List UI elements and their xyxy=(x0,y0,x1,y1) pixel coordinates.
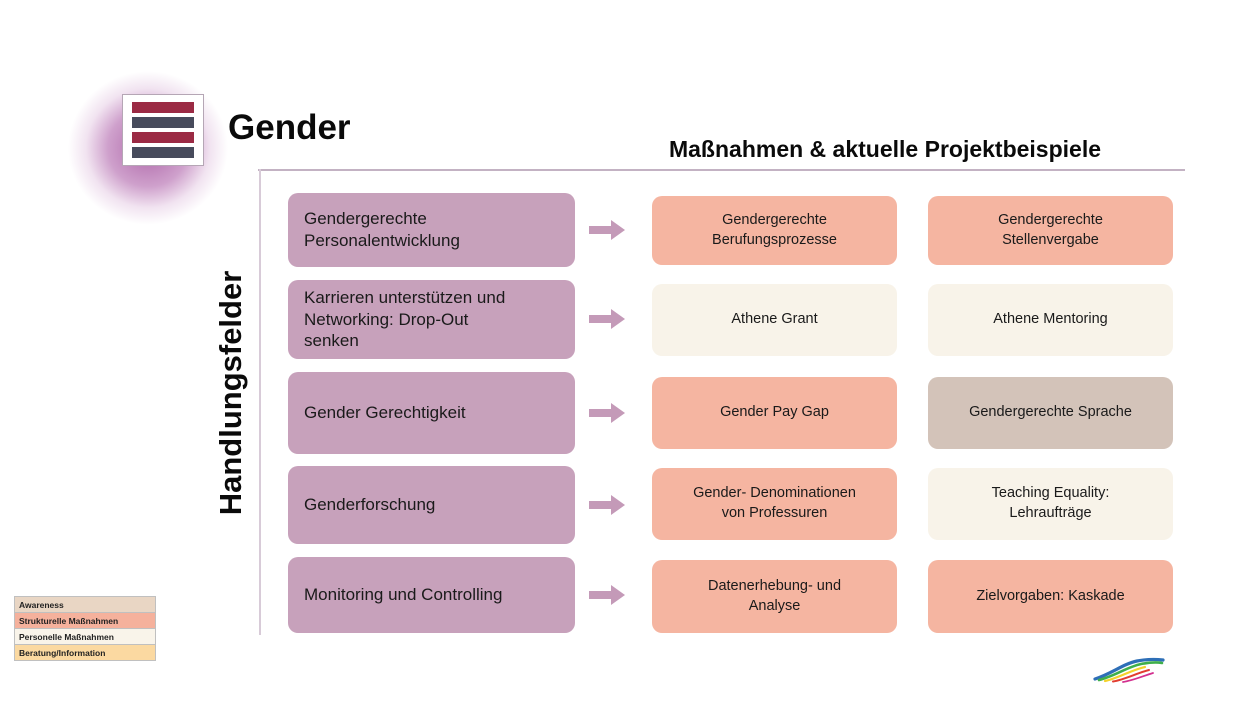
legend-item-awareness: Awareness xyxy=(14,596,156,613)
field-box-gerechtigkeit: Gender Gerechtigkeit xyxy=(288,372,575,454)
field-box-monitoring: Monitoring und Controlling xyxy=(288,557,575,633)
university-logo xyxy=(122,94,204,166)
example-label: Datenerhebung- und Analyse xyxy=(707,577,842,614)
legend-item-beratung-information: Beratung/Information xyxy=(14,644,156,661)
logo-bar xyxy=(132,117,194,128)
arrow-right-icon xyxy=(589,403,627,423)
legend-item-personelle-massnahmen: Personelle Maßnahmen xyxy=(14,628,156,645)
vertical-divider xyxy=(259,169,261,635)
page-title: Gender xyxy=(228,108,351,147)
example-box: Gendergerechte Berufungsprozesse xyxy=(652,196,897,265)
example-box: Gender- Denominationen von Professuren xyxy=(652,468,897,540)
legend-label: Personelle Maßnahmen xyxy=(19,631,114,642)
logo-bar xyxy=(132,132,194,143)
field-label: Karrieren unterstützen und Networking: D… xyxy=(304,287,506,351)
logo-bar xyxy=(132,147,194,158)
example-box: Gendergerechte Sprache xyxy=(928,377,1173,449)
legend-label: Awareness xyxy=(19,599,64,610)
example-label: Gendergerechte Berufungsprozesse xyxy=(712,211,837,248)
example-label: Athene Grant xyxy=(731,311,818,328)
field-label: Gendergerechte Personalentwicklung xyxy=(304,209,460,250)
rainbow-swoosh-logo xyxy=(1093,656,1165,689)
example-box: Teaching Equality: Lehraufträge xyxy=(928,468,1173,540)
example-box: Gender Pay Gap xyxy=(652,377,897,449)
field-label: Monitoring und Controlling xyxy=(304,585,503,605)
logo-bar xyxy=(132,102,194,113)
example-box: Zielvorgaben: Kaskade xyxy=(928,560,1173,633)
horizontal-divider xyxy=(258,169,1185,171)
example-label: Gendergerechte Stellenvergabe xyxy=(998,211,1103,248)
legend-label: Strukturelle Maßnahmen xyxy=(19,615,119,626)
example-label: Athene Mentoring xyxy=(993,311,1108,328)
example-label: Gendergerechte Sprache xyxy=(969,404,1132,421)
field-box-karrieren: Karrieren unterstützen und Networking: D… xyxy=(288,280,575,359)
example-label: Zielvorgaben: Kaskade xyxy=(976,587,1125,604)
example-box: Athene Grant xyxy=(652,284,897,356)
example-label: Teaching Equality: Lehraufträge xyxy=(991,485,1110,521)
example-box: Datenerhebung- und Analyse xyxy=(652,560,897,633)
example-label: Gender Pay Gap xyxy=(720,404,829,421)
arrow-right-icon xyxy=(589,585,627,605)
legend-label: Beratung/Information xyxy=(19,647,106,658)
field-box-genderforschung: Genderforschung xyxy=(288,466,575,544)
example-label: Gender- Denominationen von Professuren xyxy=(693,485,856,521)
arrow-right-icon xyxy=(589,309,627,329)
arrow-right-icon xyxy=(589,495,627,515)
legend: Awareness Strukturelle Maßnahmen Persone… xyxy=(14,596,156,661)
field-label: Genderforschung xyxy=(304,495,436,515)
arrow-right-icon xyxy=(589,220,627,240)
column-header-massnahmen: Maßnahmen & aktuelle Projektbeispiele xyxy=(668,136,1102,162)
legend-item-strukturelle-massnahmen: Strukturelle Maßnahmen xyxy=(14,612,156,629)
axis-label-handlungsfelder: Handlungsfelder xyxy=(213,270,248,516)
example-box: Athene Mentoring xyxy=(928,284,1173,356)
field-label: Gender Gerechtigkeit xyxy=(304,403,466,423)
example-box: Gendergerechte Stellenvergabe xyxy=(928,196,1173,265)
field-box-personalentwicklung: Gendergerechte Personalentwicklung xyxy=(288,193,575,267)
